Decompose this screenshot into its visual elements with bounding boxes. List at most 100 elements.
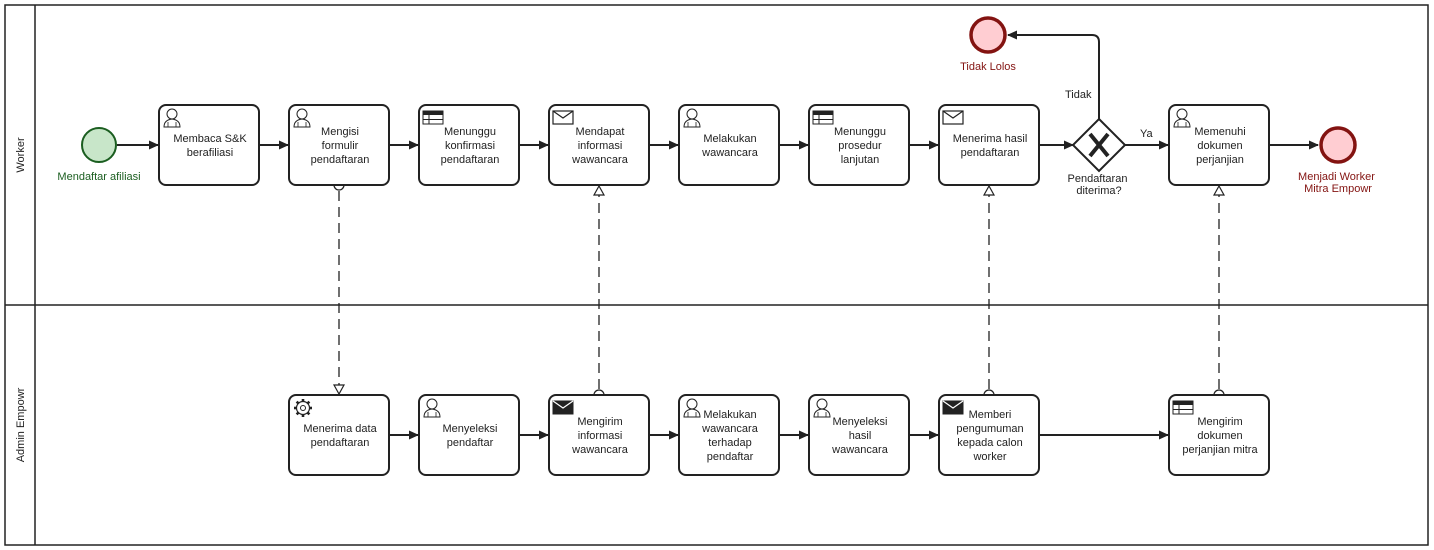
task-label-line: informasi bbox=[578, 430, 623, 442]
task-w1[interactable]: Membaca S&K berafiliasi bbox=[158, 104, 260, 186]
task-box bbox=[938, 104, 1040, 186]
task-label-line: wawancara bbox=[831, 444, 889, 456]
task-box bbox=[1168, 104, 1270, 186]
task-box bbox=[938, 394, 1040, 476]
task-box bbox=[418, 104, 520, 186]
exclusive-gateway[interactable]: Pendaftaran diterima? bbox=[1068, 117, 1131, 197]
task-label-line: pengumuman bbox=[956, 423, 1023, 435]
task-label-line: hasil bbox=[849, 430, 872, 442]
task-label-line: wawancara bbox=[701, 423, 759, 435]
task-label: Melakukan wawancara bbox=[701, 133, 759, 159]
task-box bbox=[678, 104, 780, 186]
task-label-line: Mendapat bbox=[576, 126, 625, 138]
task-label-line: Membaca S&K bbox=[173, 133, 247, 145]
table-icon bbox=[812, 110, 834, 125]
task-label-line: Menerima hasil bbox=[953, 133, 1028, 145]
lane-label-worker: Worker bbox=[15, 137, 27, 173]
end-event-success-label: Menjadi Worker Mitra Empowr bbox=[1298, 171, 1378, 195]
end-event-success-line-1: Menjadi Worker bbox=[1298, 171, 1375, 183]
filled-envelope-icon bbox=[942, 400, 964, 415]
task-label-line: wawancara bbox=[571, 154, 629, 166]
task-w8[interactable]: Memenuhi dokumen perjanjian bbox=[1168, 104, 1270, 186]
task-label: Membaca S&K berafiliasi bbox=[173, 133, 247, 159]
task-box bbox=[288, 104, 390, 186]
task-label-line: kepada calon bbox=[957, 437, 1022, 449]
end-event-success[interactable]: Menjadi Worker Mitra Empowr bbox=[1298, 126, 1378, 195]
task-label-line: Menyeleksi bbox=[442, 423, 497, 435]
gear-icon bbox=[294, 399, 312, 417]
gateway-label-line-2: diterima? bbox=[1076, 185, 1121, 197]
task-label: Menerima data pendaftaran bbox=[303, 423, 377, 449]
task-label-line: pendaftaran bbox=[311, 154, 370, 166]
task-box bbox=[418, 394, 520, 476]
task-label-line: terhadap bbox=[708, 437, 751, 449]
task-box bbox=[158, 104, 260, 186]
gateway-label-line-1: Pendaftaran bbox=[1068, 173, 1128, 185]
end-event-success-line-2: Mitra Empowr bbox=[1304, 183, 1372, 195]
task-box bbox=[288, 394, 390, 476]
envelope-icon bbox=[552, 110, 574, 125]
task-w5[interactable]: Melakukan wawancara bbox=[678, 104, 780, 186]
task-label-line: Menunggu bbox=[444, 126, 496, 138]
task-a2[interactable]: Menyeleksi pendaftar bbox=[418, 394, 520, 476]
user-icon bbox=[423, 398, 441, 418]
task-label-line: pendaftaran bbox=[311, 437, 370, 449]
task-box bbox=[808, 104, 910, 186]
gateway-label: Pendaftaran diterima? bbox=[1068, 173, 1131, 197]
task-label-line: Menerima data bbox=[303, 423, 377, 435]
task-label: Memenuhi dokumen perjanjian bbox=[1194, 126, 1245, 166]
worker-sequence-flows: Ya Tidak bbox=[117, 30, 1319, 150]
filled-envelope-icon bbox=[552, 400, 574, 415]
task-label-line: lanjutan bbox=[841, 154, 880, 166]
task-box bbox=[1168, 394, 1270, 476]
envelope-icon bbox=[942, 110, 964, 125]
task-label-line: wawancara bbox=[571, 444, 629, 456]
task-a1[interactable]: Menerima data pendaftaran bbox=[288, 394, 390, 476]
task-label: Memberi pengumuman kepada calon worker bbox=[956, 409, 1023, 463]
task-w7[interactable]: Menerima hasil pendaftaran bbox=[938, 104, 1040, 186]
task-box bbox=[548, 104, 650, 186]
user-icon bbox=[683, 398, 701, 418]
task-label-line: Memberi bbox=[969, 409, 1012, 421]
task-box bbox=[548, 394, 650, 476]
end-event-rejected[interactable]: Tidak Lolos bbox=[960, 16, 1016, 73]
task-label-line: pendaftar bbox=[447, 437, 494, 449]
task-label-line: konfirmasi bbox=[445, 140, 495, 152]
task-label: Menerima hasil pendaftaran bbox=[953, 133, 1028, 159]
task-box bbox=[678, 394, 780, 476]
task-label: Menyeleksi pendaftar bbox=[442, 423, 497, 449]
task-label-line: Melakukan bbox=[703, 409, 756, 421]
flow-gateway-no bbox=[1007, 30, 1100, 119]
task-label-line: worker bbox=[972, 451, 1006, 463]
task-label-line: Melakukan bbox=[703, 133, 756, 145]
user-icon bbox=[813, 398, 831, 418]
gateway-x-icon bbox=[1088, 132, 1110, 158]
task-label-line: wawancara bbox=[701, 147, 759, 159]
task-a6[interactable]: Memberi pengumuman kepada calon worker bbox=[938, 394, 1040, 476]
task-label-line: prosedur bbox=[838, 140, 882, 152]
task-label-line: dokumen bbox=[1197, 140, 1242, 152]
user-icon bbox=[293, 108, 311, 128]
task-label-line: perjanjian bbox=[1196, 154, 1244, 166]
start-event[interactable]: Mendaftar afiliasi bbox=[57, 127, 141, 183]
task-label-line: berafiliasi bbox=[187, 147, 233, 159]
task-label-line: pendaftaran bbox=[961, 147, 1020, 159]
task-label-line: Memenuhi bbox=[1194, 126, 1245, 138]
task-label-line: Mengirim bbox=[1197, 416, 1242, 428]
